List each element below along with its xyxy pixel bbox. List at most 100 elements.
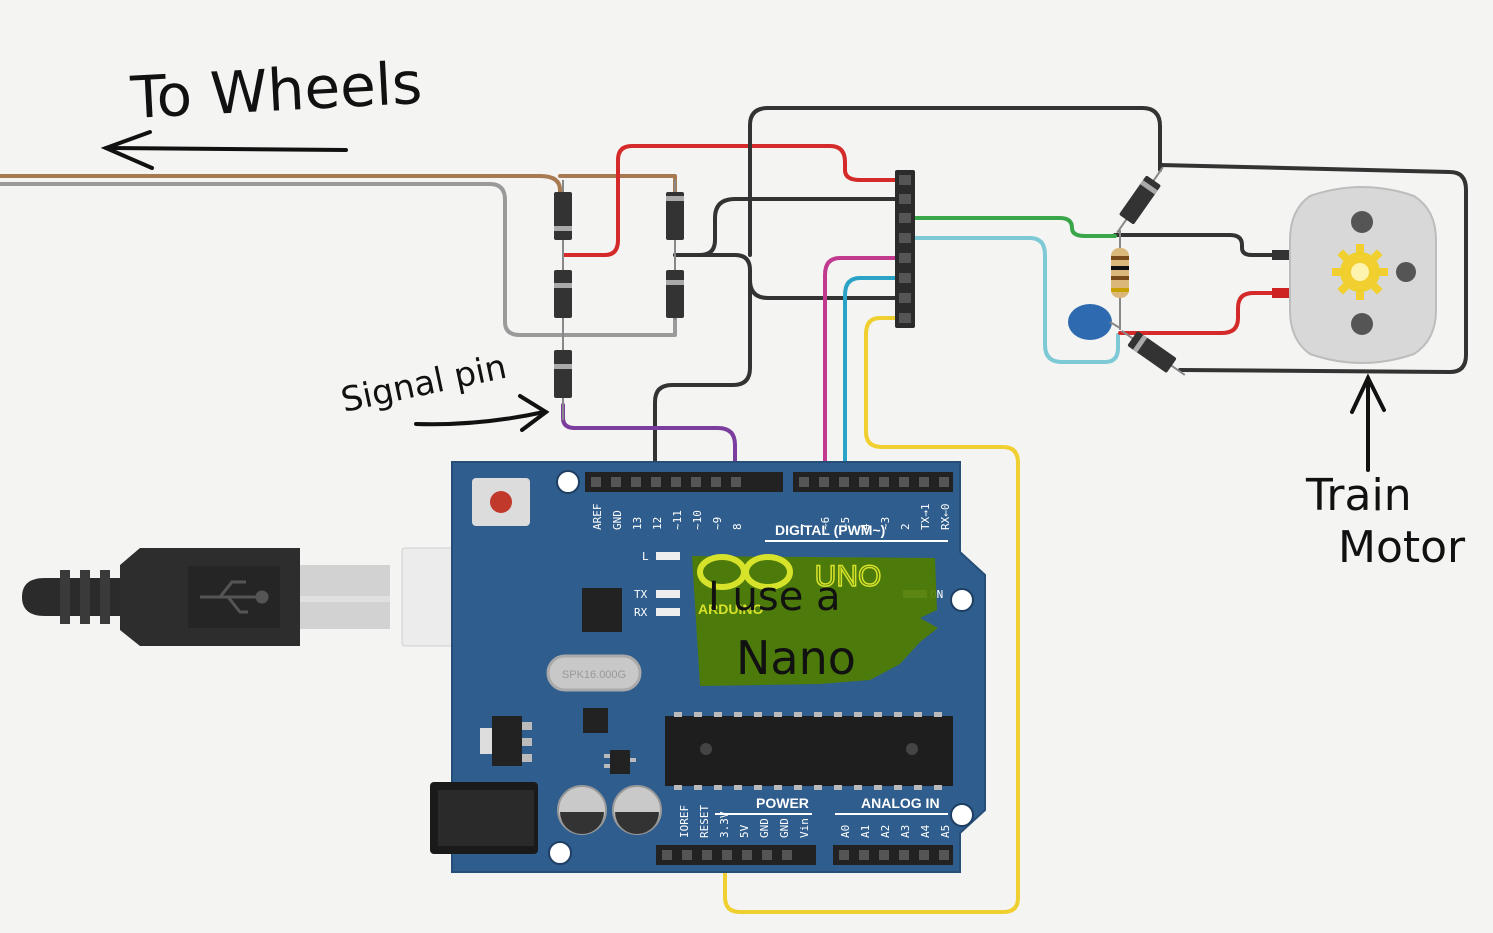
up-arrow-icon <box>1350 373 1386 472</box>
power-pin-label: 3.3V <box>718 811 731 838</box>
chip-leg <box>774 712 782 717</box>
led-tx-label: TX <box>634 588 648 601</box>
svg-text:ARDUINO: ARDUINO <box>698 601 763 617</box>
header-pin-hole <box>591 477 601 487</box>
header-pin-hole <box>919 477 929 487</box>
diode-5 <box>666 270 684 318</box>
analog-pin-label: A0 <box>839 825 852 838</box>
header-connector <box>895 170 915 328</box>
wire-black-motor-lead <box>1113 233 1287 257</box>
wire-black-header <box>748 278 907 300</box>
wire-red-motor <box>1118 291 1287 335</box>
motor-gear-icon <box>1332 244 1388 300</box>
header-pin-hole <box>799 477 809 487</box>
chip-leg <box>754 785 762 790</box>
header-pin-hole <box>691 477 701 487</box>
wire-black-top-to-diode <box>748 106 1162 257</box>
header-pin-hole <box>742 850 752 860</box>
svg-text:SPK16.000G: SPK16.000G <box>562 669 626 681</box>
top-pin-label: AREF <box>591 504 604 531</box>
header-pin-hole <box>939 477 949 487</box>
header-pin-hole <box>762 850 772 860</box>
top-pin-label: RX←0 <box>939 504 952 531</box>
chip-leg <box>694 785 702 790</box>
header-pin-hole <box>839 850 849 860</box>
led-l-label: L <box>642 550 649 563</box>
header-pin-hole <box>682 850 692 860</box>
chip-leg <box>714 785 722 790</box>
chip-leg <box>894 712 902 717</box>
power-pin-label: 5V <box>738 824 751 838</box>
header-pin-hole <box>859 477 869 487</box>
top-pin-label: ~5 <box>839 517 852 530</box>
diode-3 <box>554 350 572 398</box>
analog-pin-label: A1 <box>859 825 872 838</box>
dc-motor <box>1272 186 1437 364</box>
header-pin-hole <box>671 477 681 487</box>
to-wheels-text: To Wheels <box>128 49 423 132</box>
svg-text:UNO: UNO <box>815 560 882 593</box>
header-pin-hole <box>879 477 889 487</box>
chip-leg <box>674 712 682 717</box>
header-pin-hole <box>722 850 732 860</box>
chip-leg <box>674 785 682 790</box>
chip-leg <box>794 712 802 717</box>
capacitor-1 <box>557 785 607 835</box>
header-pin-hole <box>702 850 712 860</box>
analog-header <box>833 845 953 865</box>
use-a-text: I use a <box>708 574 841 620</box>
led-rx-label: RX <box>634 606 648 619</box>
resistor <box>1111 230 1129 330</box>
small-transistor <box>604 750 636 774</box>
power-pin-label: GND <box>758 818 771 838</box>
atmega-chip <box>665 712 953 790</box>
wire-brown-to-wheels <box>0 174 562 202</box>
chip-leg <box>774 785 782 790</box>
diode-2 <box>554 270 572 318</box>
chip-leg <box>714 712 722 717</box>
wire-purple-d10 <box>561 403 737 482</box>
wire-yellow-3v3 <box>723 316 1020 914</box>
wire-magenta-d6 <box>823 256 907 482</box>
ceramic-capacitor <box>1068 304 1121 340</box>
chip-leg <box>854 785 862 790</box>
top-pin-label: 2 <box>899 523 912 530</box>
dc-jack <box>430 782 538 854</box>
header-pin-hole <box>859 850 869 860</box>
chip-leg <box>914 712 922 717</box>
header-pin-hole <box>711 477 721 487</box>
usb-chip <box>582 588 622 632</box>
voltage-regulator <box>480 716 532 766</box>
power-pin-label: IOREF <box>678 805 691 838</box>
power-pin-label: Vin <box>798 818 811 838</box>
top-pin-label: ~6 <box>819 517 832 530</box>
chip-leg <box>734 785 742 790</box>
chip-leg <box>854 712 862 717</box>
power-pin-label: GND <box>778 818 791 838</box>
wires <box>0 106 1468 914</box>
header-pin-hole <box>731 477 741 487</box>
arduino-logo: UNO ARDUINO <box>697 554 882 617</box>
top-pin-label: 8 <box>731 523 744 530</box>
highlighter-mark <box>692 556 938 686</box>
chip-leg <box>834 712 842 717</box>
chip-leg <box>834 785 842 790</box>
top-pin-label: ~11 <box>671 510 684 530</box>
analog-label: ANALOG IN <box>861 795 940 811</box>
top-pin-label: 4 <box>859 523 872 530</box>
header-pin-hole <box>662 850 672 860</box>
analog-pin-label: A2 <box>879 825 892 838</box>
power-pin-label: RESET <box>698 805 711 838</box>
top-pin-label: 7 <box>799 523 812 530</box>
chip-leg <box>734 712 742 717</box>
top-pin-label: 12 <box>651 517 664 530</box>
wire-cyan-top <box>903 236 1120 364</box>
motor-text: Motor <box>1338 522 1466 573</box>
digital-header-label: DIGITAL (PWM~) <box>775 522 885 538</box>
header-pin-hole <box>819 477 829 487</box>
header-pin-hole <box>879 850 889 860</box>
header-pin-hole <box>939 850 949 860</box>
diodes <box>554 166 1186 420</box>
